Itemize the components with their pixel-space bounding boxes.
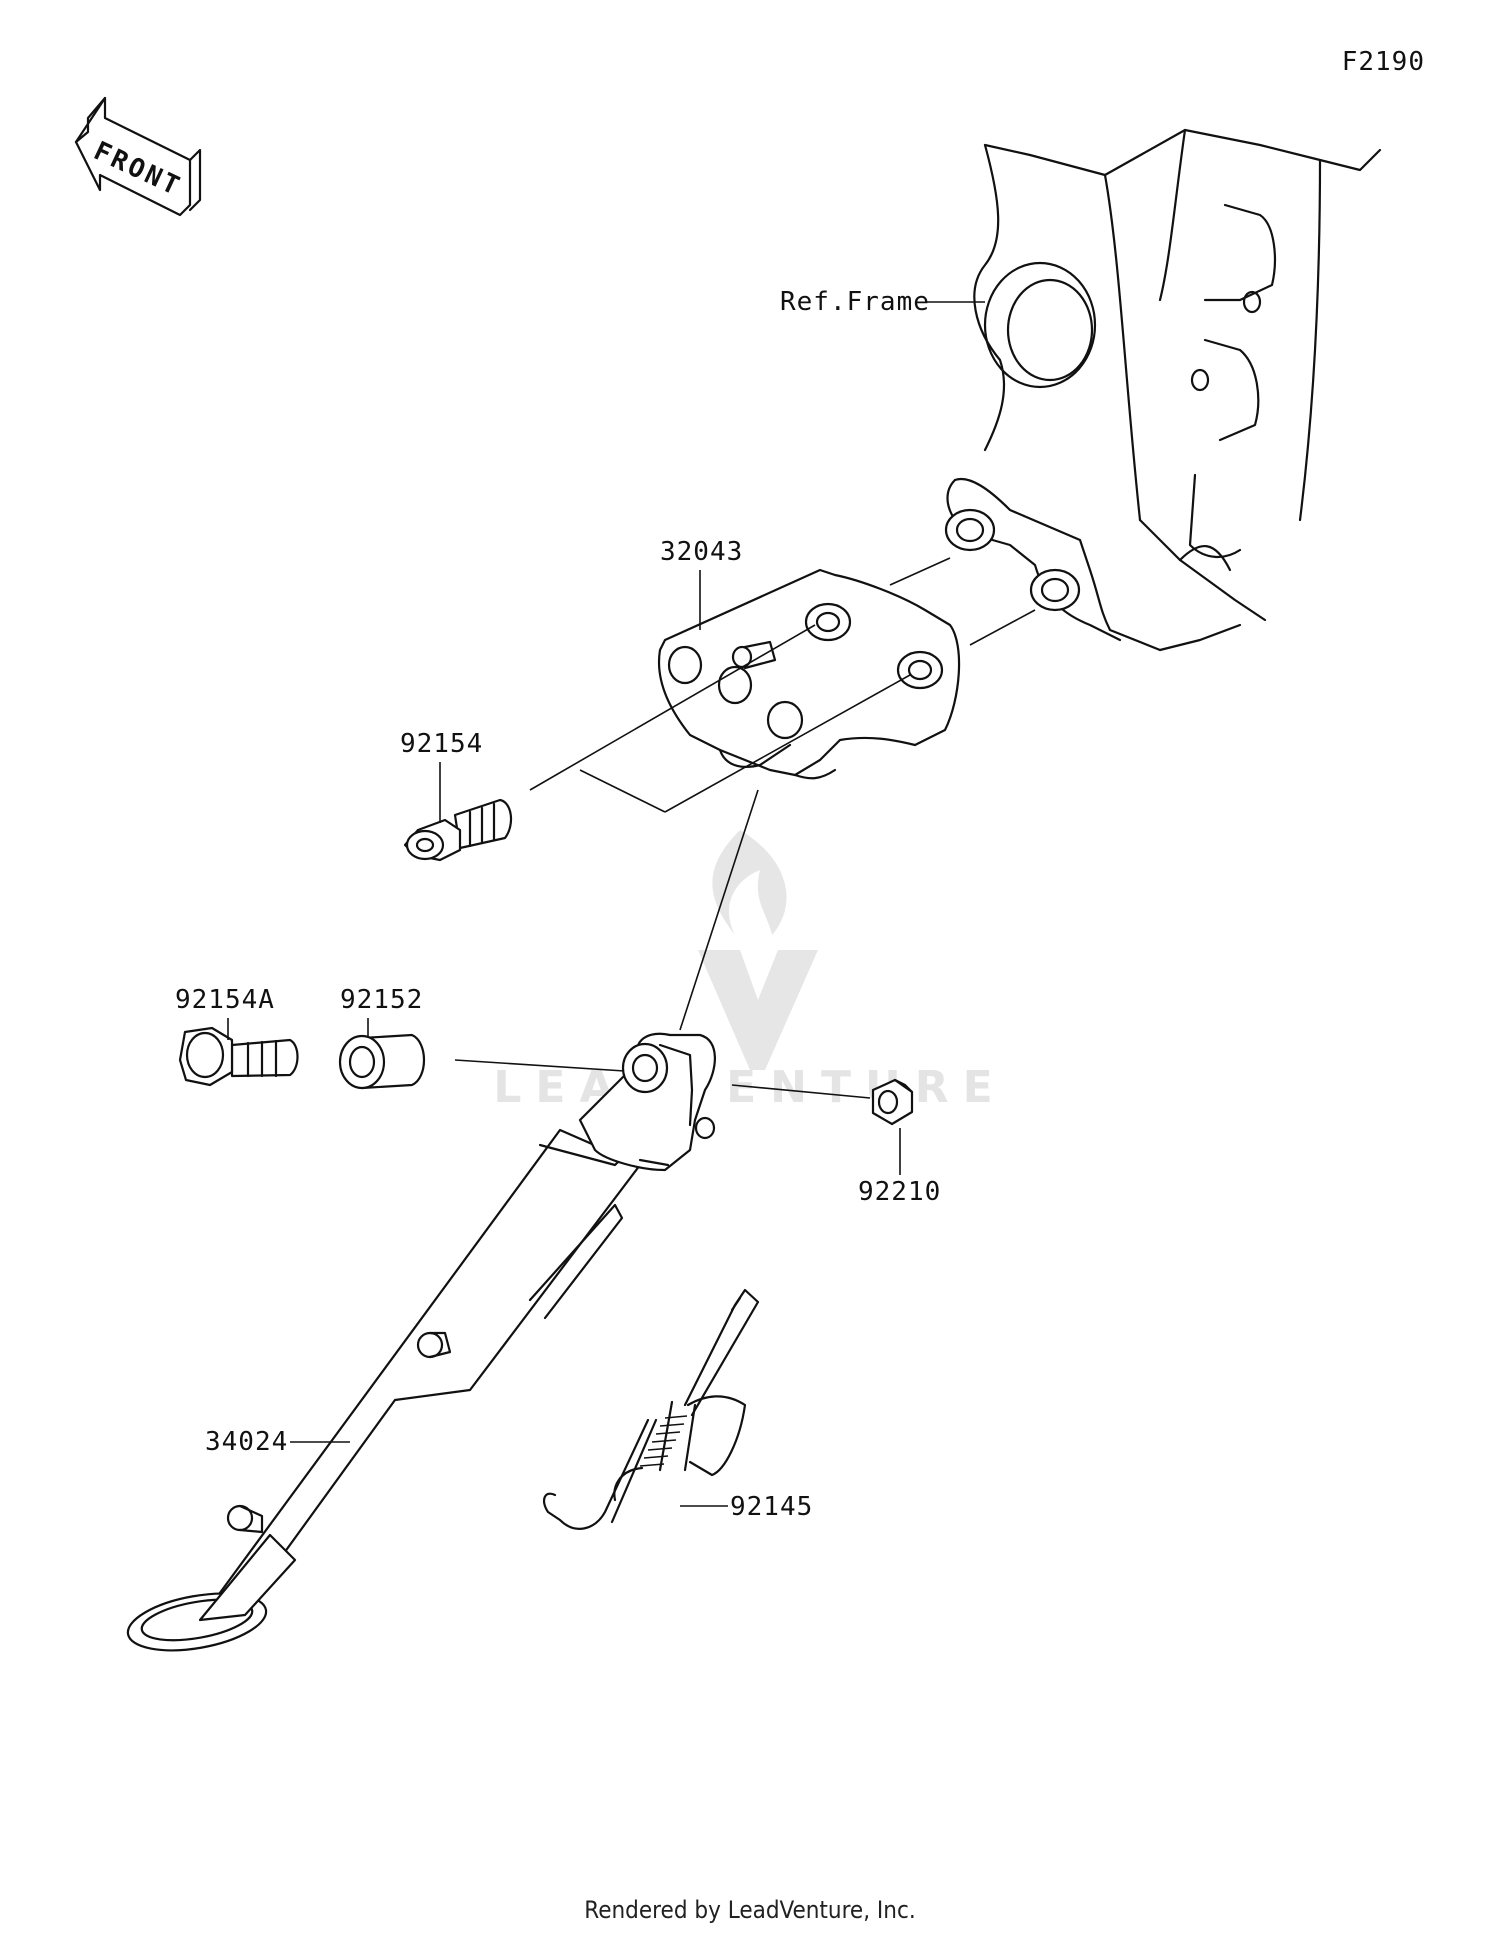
label-92145: 92145 bbox=[730, 1492, 813, 1522]
watermark-text: LEADVENTURE bbox=[493, 1062, 1006, 1113]
bolt-92154A bbox=[178, 1026, 299, 1087]
spring-92145 bbox=[542, 1288, 760, 1530]
label-92210: 92210 bbox=[858, 1177, 941, 1207]
diagram-code: F2190 bbox=[1342, 47, 1425, 77]
label-92154: 92154 bbox=[400, 729, 483, 759]
frame bbox=[944, 128, 1382, 652]
bolt-92154 bbox=[403, 798, 513, 862]
side-stand-34024 bbox=[126, 1032, 716, 1652]
label-34024: 34024 bbox=[205, 1427, 288, 1457]
bracket-32043 bbox=[657, 568, 961, 780]
label-92152: 92152 bbox=[340, 985, 423, 1015]
footer-credit: Rendered by LeadVenture, Inc. bbox=[584, 1896, 916, 1924]
collar-92152 bbox=[338, 1033, 425, 1090]
watermark: LEADVENTURE bbox=[493, 830, 1006, 1113]
nut-92210 bbox=[871, 1078, 914, 1126]
label-ref-frame: Ref.Frame bbox=[780, 287, 930, 317]
front-arrow-icon: FRONT bbox=[74, 96, 202, 217]
label-92154A: 92154A bbox=[175, 985, 275, 1015]
label-32043: 32043 bbox=[660, 537, 743, 567]
